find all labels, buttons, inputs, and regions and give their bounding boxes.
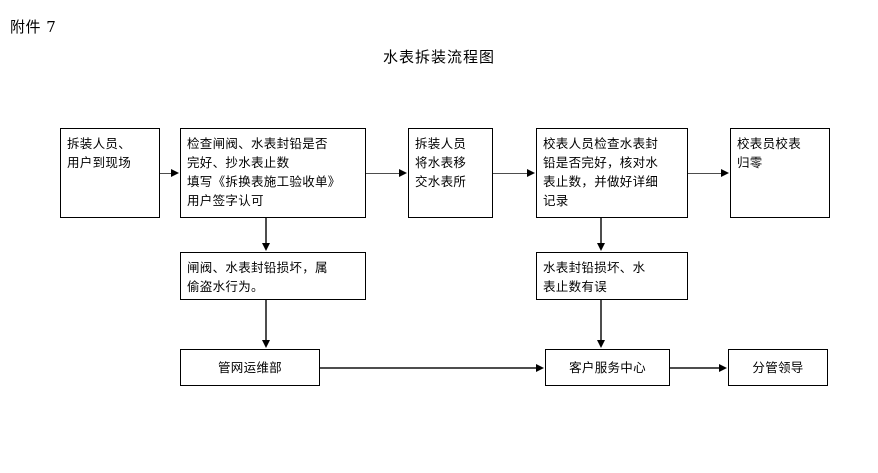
node-seal-damaged-theft[interactable]: 闸阀、水表封铅损坏，属 偷盗水行为。 (180, 252, 366, 300)
edge-n4-n5-arrow (721, 169, 729, 177)
node-label: 分管领导 (752, 360, 804, 375)
page-title: 水表拆装流程图 (382, 48, 495, 66)
node-transfer-meter[interactable]: 拆装人员 将水表移 交水表所 (408, 128, 493, 218)
node-label: 拆装人员 将水表移 交水表所 (415, 136, 467, 189)
node-calibrator-reset[interactable]: 校表员校表 归零 (730, 128, 830, 218)
edge-n7-n9-line (600, 300, 602, 341)
edge-n1-n2-line (160, 173, 172, 174)
node-label: 检查闸阀、水表封铅是否 完好、抄水表止数 填写《拆换表施工验收单》 用户签字认可 (187, 136, 341, 208)
edge-n9-n10-shaft (670, 367, 719, 369)
node-supervising-leader[interactable]: 分管领导 (728, 349, 828, 386)
edge-n3-n4-line (493, 173, 527, 174)
edge-n3-n4-arrow (527, 169, 535, 177)
node-label: 客户服务中心 (569, 360, 646, 375)
node-label: 拆装人员、 用户到现场 (67, 136, 132, 170)
edge-n2-n3-arrow (399, 169, 407, 177)
node-label: 校表人员检查水表封 铅是否完好，核对水 表止数，并做好详细 记录 (543, 136, 659, 208)
attachment-label: 附件 7 (10, 18, 57, 36)
node-dismount-staff-onsite[interactable]: 拆装人员、 用户到现场 (60, 128, 160, 218)
edge-n6-n8-arrow (262, 340, 270, 348)
edge-n2-n6-arrow (262, 243, 270, 251)
edge-n9-n10-arrow (719, 364, 727, 372)
node-label: 水表封铅损坏、水 表止数有误 (543, 260, 646, 294)
node-seal-damaged-reading-error[interactable]: 水表封铅损坏、水 表止数有误 (536, 252, 688, 300)
edge-n2-n6-line (265, 218, 267, 244)
edge-n7-n9-arrow (597, 340, 605, 348)
edge-n4-n7-line (600, 218, 602, 244)
node-inspect-valve-seal[interactable]: 检查闸阀、水表封铅是否 完好、抄水表止数 填写《拆换表施工验收单》 用户签字认可 (180, 128, 366, 218)
edge-n8-n9-arrow (536, 364, 544, 372)
edge-n8-n9-shaft (320, 367, 536, 369)
edge-n2-n3-line (366, 173, 399, 174)
edge-n1-n2-arrow (171, 169, 179, 177)
node-label: 校表员校表 归零 (737, 136, 802, 170)
node-label: 管网运维部 (217, 360, 282, 375)
node-label: 闸阀、水表封铅损坏，属 偷盗水行为。 (187, 260, 328, 294)
node-customer-service-center[interactable]: 客户服务中心 (545, 349, 670, 386)
edge-n6-n8-line (265, 300, 267, 341)
node-pipeline-ops-dept[interactable]: 管网运维部 (180, 349, 320, 386)
node-calibrator-check[interactable]: 校表人员检查水表封 铅是否完好，核对水 表止数，并做好详细 记录 (536, 128, 688, 218)
edge-n4-n7-arrow (597, 243, 605, 251)
edge-n4-n5-line (688, 173, 721, 174)
